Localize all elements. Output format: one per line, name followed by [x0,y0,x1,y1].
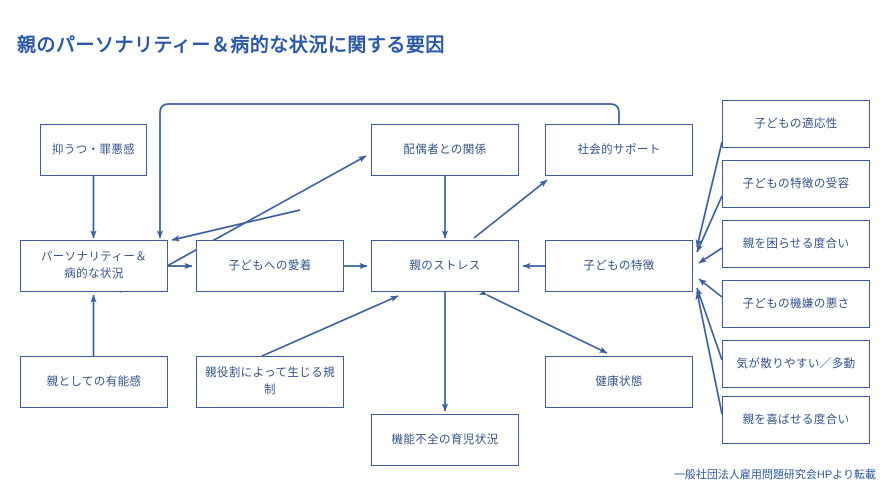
node-label: 抑うつ・罪悪感 [51,143,136,156]
node-label: 健康状態 [595,375,643,388]
edge-socialsupport-personality [156,103,620,239]
node-label: 機能不全の育児状況 [391,433,499,446]
edge-acceptance-childtraits [696,195,723,253]
node-label: 親を喜ばせる度合い [742,413,850,426]
node-label: 気が散りやすい／多動 [736,357,856,370]
edge-rolerestriction-parentstress [261,295,399,357]
edge-parentstress-health [478,288,608,354]
node-label: パーソナリティー＆病的な状況 [40,251,148,280]
edge-parentstress-socialsupport [473,179,548,239]
node-distractibility[interactable]: 気が散りやすい／多動 [722,340,870,388]
node-label: 親を困らせる度合い [742,237,850,250]
node-attachment[interactable]: 子どもへの愛着 [196,240,344,292]
node-parent_stress[interactable]: 親のストレス [371,240,519,292]
node-health[interactable]: 健康状態 [545,356,693,408]
node-moodiness[interactable]: 子どもの機嫌の悪さ [722,280,870,328]
node-personality[interactable]: パーソナリティー＆病的な状況 [20,240,168,292]
edge-reinforcement-childtraits [695,291,723,415]
node-label: 親のストレス [409,259,481,272]
node-label: 子どもへの愛着 [228,259,312,272]
edge-parentstress-personality [171,209,301,242]
node-competence[interactable]: 親としての有能感 [20,356,168,408]
edge-moodiness-childtraits [698,278,723,298]
node-social_support[interactable]: 社会的サポート [545,124,693,176]
edge-demandingness-childtraits [698,247,723,264]
node-acceptance[interactable]: 子どもの特徴の受容 [722,160,870,208]
node-label: 社会的サポート [577,143,661,156]
node-child_traits[interactable]: 子どもの特徴 [545,240,693,292]
node-label: 子どもの適応性 [754,117,838,130]
node-depression[interactable]: 抑うつ・罪悪感 [40,124,147,176]
node-label: 親役割によって生じる規制 [205,367,335,396]
node-reinforcement[interactable]: 親を喜ばせる度合い [722,396,870,444]
node-label: 子どもの特徴 [583,259,655,272]
page-title: 親のパーソナリティー＆病的な状況に関する要因 [17,35,445,56]
source-credit: 一般社団法人雇用問題研究会HPより転載 [673,469,876,481]
node-role_restriction[interactable]: 親役割によって生じる規制 [196,356,344,408]
node-dysfunction[interactable]: 機能不全の育児状況 [371,414,519,466]
node-demandingness[interactable]: 親を困らせる度合い [722,220,870,268]
node-label: 親としての有能感 [46,375,142,388]
node-spouse[interactable]: 配偶者との関係 [371,124,519,176]
node-label: 配偶者との関係 [403,143,487,156]
node-label: 子どもの機嫌の悪さ [742,297,850,310]
node-label: 子どもの特徴の受容 [742,177,850,190]
node-adaptability[interactable]: 子どもの適応性 [722,100,870,148]
edge-adaptability-childtraits [695,141,723,248]
